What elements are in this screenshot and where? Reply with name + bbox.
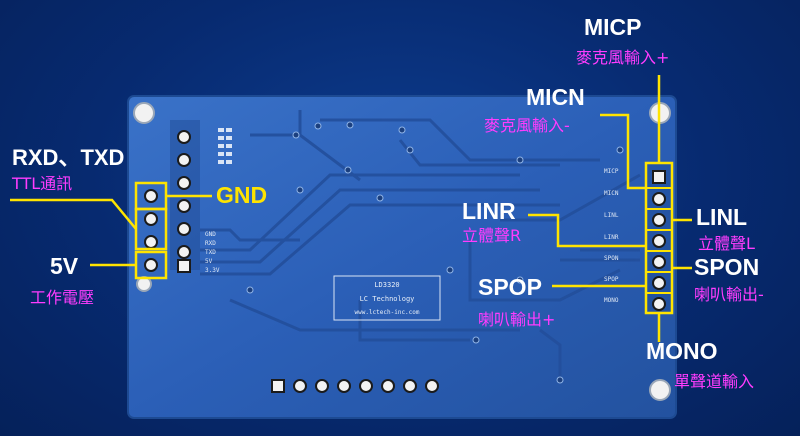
right-pin-header: [645, 164, 673, 314]
silk-right-pin-mono: MONO: [604, 297, 619, 304]
label-5v-title: 5V: [50, 253, 79, 279]
label-mono-title: MONO: [646, 338, 718, 364]
label-spop-title: SPOP: [478, 274, 542, 300]
silk-left-pin-gnd: GND: [205, 231, 216, 238]
label-mono-desc: 單聲道輸入: [674, 372, 755, 391]
leader-lines: [10, 75, 692, 342]
board-model: LD3320: [374, 281, 400, 289]
label-linl-title: LINL: [696, 204, 748, 230]
label-micn-title: MICN: [526, 84, 585, 110]
label-linl-desc: 立體聲L: [698, 234, 755, 253]
silk-right-pin-micn: MICN: [604, 190, 619, 197]
silk-left-pin-rxd: RXD: [205, 240, 216, 247]
silk-right-pin-spop: SPOP: [604, 276, 619, 283]
silk-right-pin-spon: SPON: [604, 255, 619, 262]
pcb-traces: [200, 110, 641, 380]
label-rxd-txd-desc: TTL通訊: [12, 174, 73, 193]
ic-silk-marks: [218, 128, 232, 164]
label-spon-desc: 喇叭輸出-: [694, 285, 764, 304]
board-maker: LC Technology: [359, 295, 415, 303]
label-rxd-txd-title: RXD、TXD: [12, 145, 125, 170]
silk-left-pin-3v3: 3.3V: [205, 267, 220, 274]
silk-left-pin-txd: TXD: [205, 249, 216, 256]
pcb-board: [127, 95, 677, 419]
label-micp-title: MICP: [584, 14, 642, 40]
silk-right-pin-linr: LINR: [604, 234, 619, 241]
label-spop-desc: 喇叭輸出+: [478, 310, 556, 329]
silk-right-pin-micp: MICP: [604, 168, 619, 175]
silk-left-pin-5v: 5V: [205, 258, 213, 265]
label-linr-title: LINR: [462, 198, 516, 224]
board-text-box: [333, 275, 441, 321]
bottom-pin-header: [271, 379, 439, 393]
label-micn-desc: 麥克風輸入-: [484, 116, 570, 135]
label-micp-desc: 麥克風輸入+: [576, 48, 670, 67]
label-spon-title: SPON: [694, 254, 760, 280]
pcb-vias: [246, 121, 624, 384]
label-5v-desc: 工作電壓: [30, 288, 95, 307]
label-linr-desc: 立體聲R: [462, 226, 522, 245]
board-url: www.lctech-inc.com: [354, 309, 420, 316]
silk-right-pin-linl: LINL: [604, 212, 619, 219]
mounting-hole-icon: [133, 102, 671, 401]
label-gnd-title: GND: [216, 182, 268, 208]
